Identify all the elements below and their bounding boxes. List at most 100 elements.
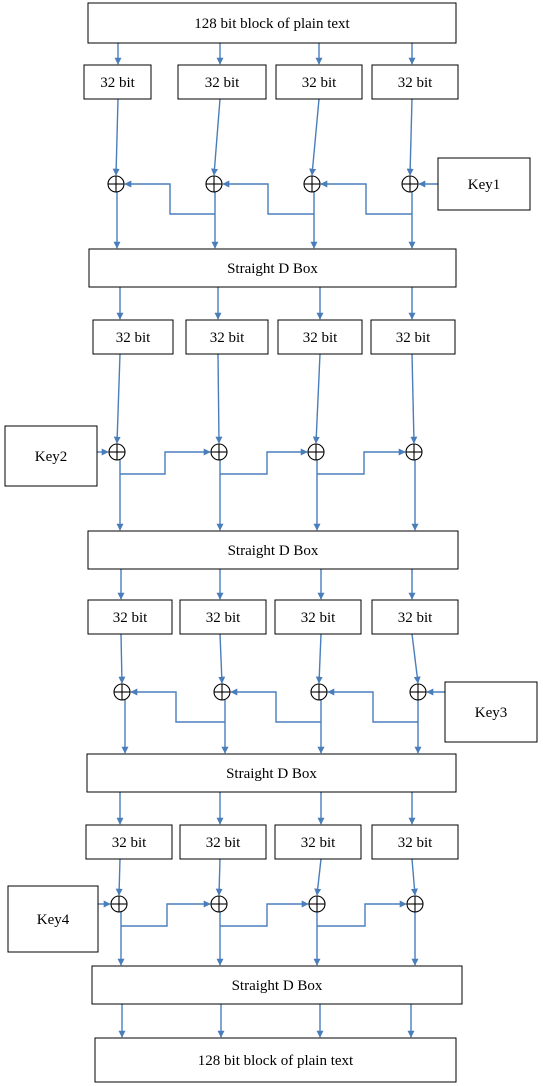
r4-straight-dbox: Straight D Box	[91, 965, 463, 1005]
r3-segment-3: 32 bit	[274, 599, 362, 635]
r3-segment-1-label: 32 bit	[113, 610, 148, 626]
r1-segment-2-label: 32 bit	[205, 75, 240, 91]
r3-segment-4: 32 bit	[371, 599, 459, 635]
r2-segment-4-frame	[370, 319, 456, 355]
key-box-3: Key3	[444, 681, 538, 743]
r4-seg-to-xor-2	[215, 858, 223, 896]
r1-segment-4-label: 32 bit	[398, 75, 433, 91]
output-plaintext-block: 128 bit block of plain text	[94, 1037, 457, 1083]
r3-seg-to-xor-2	[218, 633, 226, 684]
r1-xor-1-icon	[107, 175, 125, 193]
key-box-2: Key2	[4, 425, 98, 487]
r1-segment-1-frame	[83, 64, 152, 100]
r4-xor-4-icon	[406, 895, 424, 913]
r3-straight-dbox-frame	[86, 753, 457, 793]
r2-seg-to-xor-1	[113, 353, 121, 444]
r4-straight-dbox-label: Straight D Box	[232, 978, 323, 994]
r1-xor-4-icon	[401, 175, 419, 193]
r2-xor-1-icon	[108, 443, 126, 461]
key-box-4: Key4	[7, 885, 99, 953]
r4-straight-dbox-frame	[91, 965, 463, 1005]
r4-seg-to-xor-4	[410, 858, 418, 896]
r1-xor-3-icon	[303, 175, 321, 193]
r1-segment-4-frame	[371, 64, 459, 100]
r1-segment-1-label: 32 bit	[100, 75, 135, 91]
r4-seg-to-xor-1	[115, 858, 123, 896]
r3-straight-dbox: Straight D Box	[86, 753, 457, 793]
r1-straight-dbox-label: Straight D Box	[227, 261, 318, 277]
input-plaintext-block-frame	[87, 2, 457, 44]
r3-xor-4-icon	[409, 683, 427, 701]
r3-segment-1: 32 bit	[87, 599, 173, 635]
r1-seg-to-xor-2	[211, 98, 221, 176]
r3-seg-to-xor-4	[411, 633, 421, 684]
r1-segment-3-label: 32 bit	[302, 75, 337, 91]
r3-seg-to-xor-3	[315, 633, 323, 684]
r1-segment-1: 32 bit	[83, 64, 152, 100]
r4-seg-to-xor-3	[314, 858, 322, 896]
r2-seg-to-xor-4	[410, 353, 418, 444]
key-box-1: Key1	[437, 157, 531, 211]
r1-seg-to-xor-1	[112, 98, 120, 176]
r2-segment-3-label: 32 bit	[303, 330, 338, 346]
r2-seg-to-xor-3	[312, 353, 321, 444]
r2-xor-2-icon	[210, 443, 228, 461]
r4-xor-3-icon	[308, 895, 326, 913]
r4-segment-2-label: 32 bit	[206, 835, 241, 851]
r3-segment-4-label: 32 bit	[398, 610, 433, 626]
r3-chain-2	[230, 688, 321, 723]
r3-segment-3-frame	[274, 599, 362, 635]
r2-segment-2-frame	[185, 319, 269, 355]
connection-arrows	[97, 43, 445, 1038]
r4-chain-1	[121, 900, 211, 927]
r4-segment-1-label: 32 bit	[112, 835, 147, 851]
r3-seg-to-xor-1	[118, 633, 126, 684]
r2-chain-2	[220, 448, 308, 475]
r2-segment-3-frame	[277, 319, 363, 355]
r1-straight-dbox: Straight D Box	[88, 248, 457, 288]
r3-segment-4-frame	[371, 599, 459, 635]
r4-segment-1: 32 bit	[85, 824, 173, 860]
r4-chain-3	[317, 900, 407, 927]
r3-segment-2-frame	[179, 599, 267, 635]
r1-segment-4: 32 bit	[371, 64, 459, 100]
r2-xor-3-icon	[307, 443, 325, 461]
output-plaintext-block-label: 128 bit block of plain text	[198, 1053, 354, 1069]
r4-segment-4-label: 32 bit	[398, 835, 433, 851]
r3-segment-1-frame	[87, 599, 173, 635]
r4-segment-1-frame	[85, 824, 173, 860]
r2-straight-dbox: Straight D Box	[87, 530, 459, 570]
r3-xor-3-icon	[310, 683, 328, 701]
r1-chain-2	[222, 180, 314, 215]
r2-straight-dbox-frame	[87, 530, 459, 570]
r4-xor-1-icon	[110, 895, 128, 913]
r2-segment-1: 32 bit	[92, 319, 174, 355]
xor-operators	[107, 175, 427, 913]
r2-segment-2-label: 32 bit	[210, 330, 245, 346]
diagram-boxes: 128 bit block of plain text 32 bit 32 bit 3…	[4, 2, 538, 1083]
r4-segment-2: 32 bit	[179, 824, 267, 860]
r4-segment-4-frame	[371, 824, 459, 860]
r2-straight-dbox-label: Straight D Box	[228, 543, 319, 559]
r4-xor-2-icon	[210, 895, 228, 913]
r1-chain-1	[124, 180, 215, 215]
r1-straight-dbox-frame	[88, 248, 457, 288]
r3-straight-dbox-label: Straight D Box	[226, 766, 317, 782]
r1-chain-3	[320, 180, 412, 215]
r2-seg-to-xor-2	[215, 353, 223, 444]
r2-chain-1	[120, 448, 211, 475]
r2-segment-2: 32 bit	[185, 319, 269, 355]
key-box-3-frame	[444, 681, 538, 743]
key-box-4-label: Key4	[37, 912, 70, 928]
r3-segment-2-label: 32 bit	[206, 610, 241, 626]
r1-seg-to-xor-4	[406, 98, 414, 176]
r4-segment-3-label: 32 bit	[301, 835, 336, 851]
r1-segment-2: 32 bit	[177, 64, 267, 100]
r1-segment-2-frame	[177, 64, 267, 100]
r3-chain-1	[130, 688, 225, 723]
r1-segment-3-frame	[275, 64, 363, 100]
input-plaintext-block: 128 bit block of plain text	[87, 2, 457, 44]
r2-segment-4: 32 bit	[370, 319, 456, 355]
r2-segment-1-frame	[92, 319, 174, 355]
r3-chain-3	[327, 688, 418, 723]
